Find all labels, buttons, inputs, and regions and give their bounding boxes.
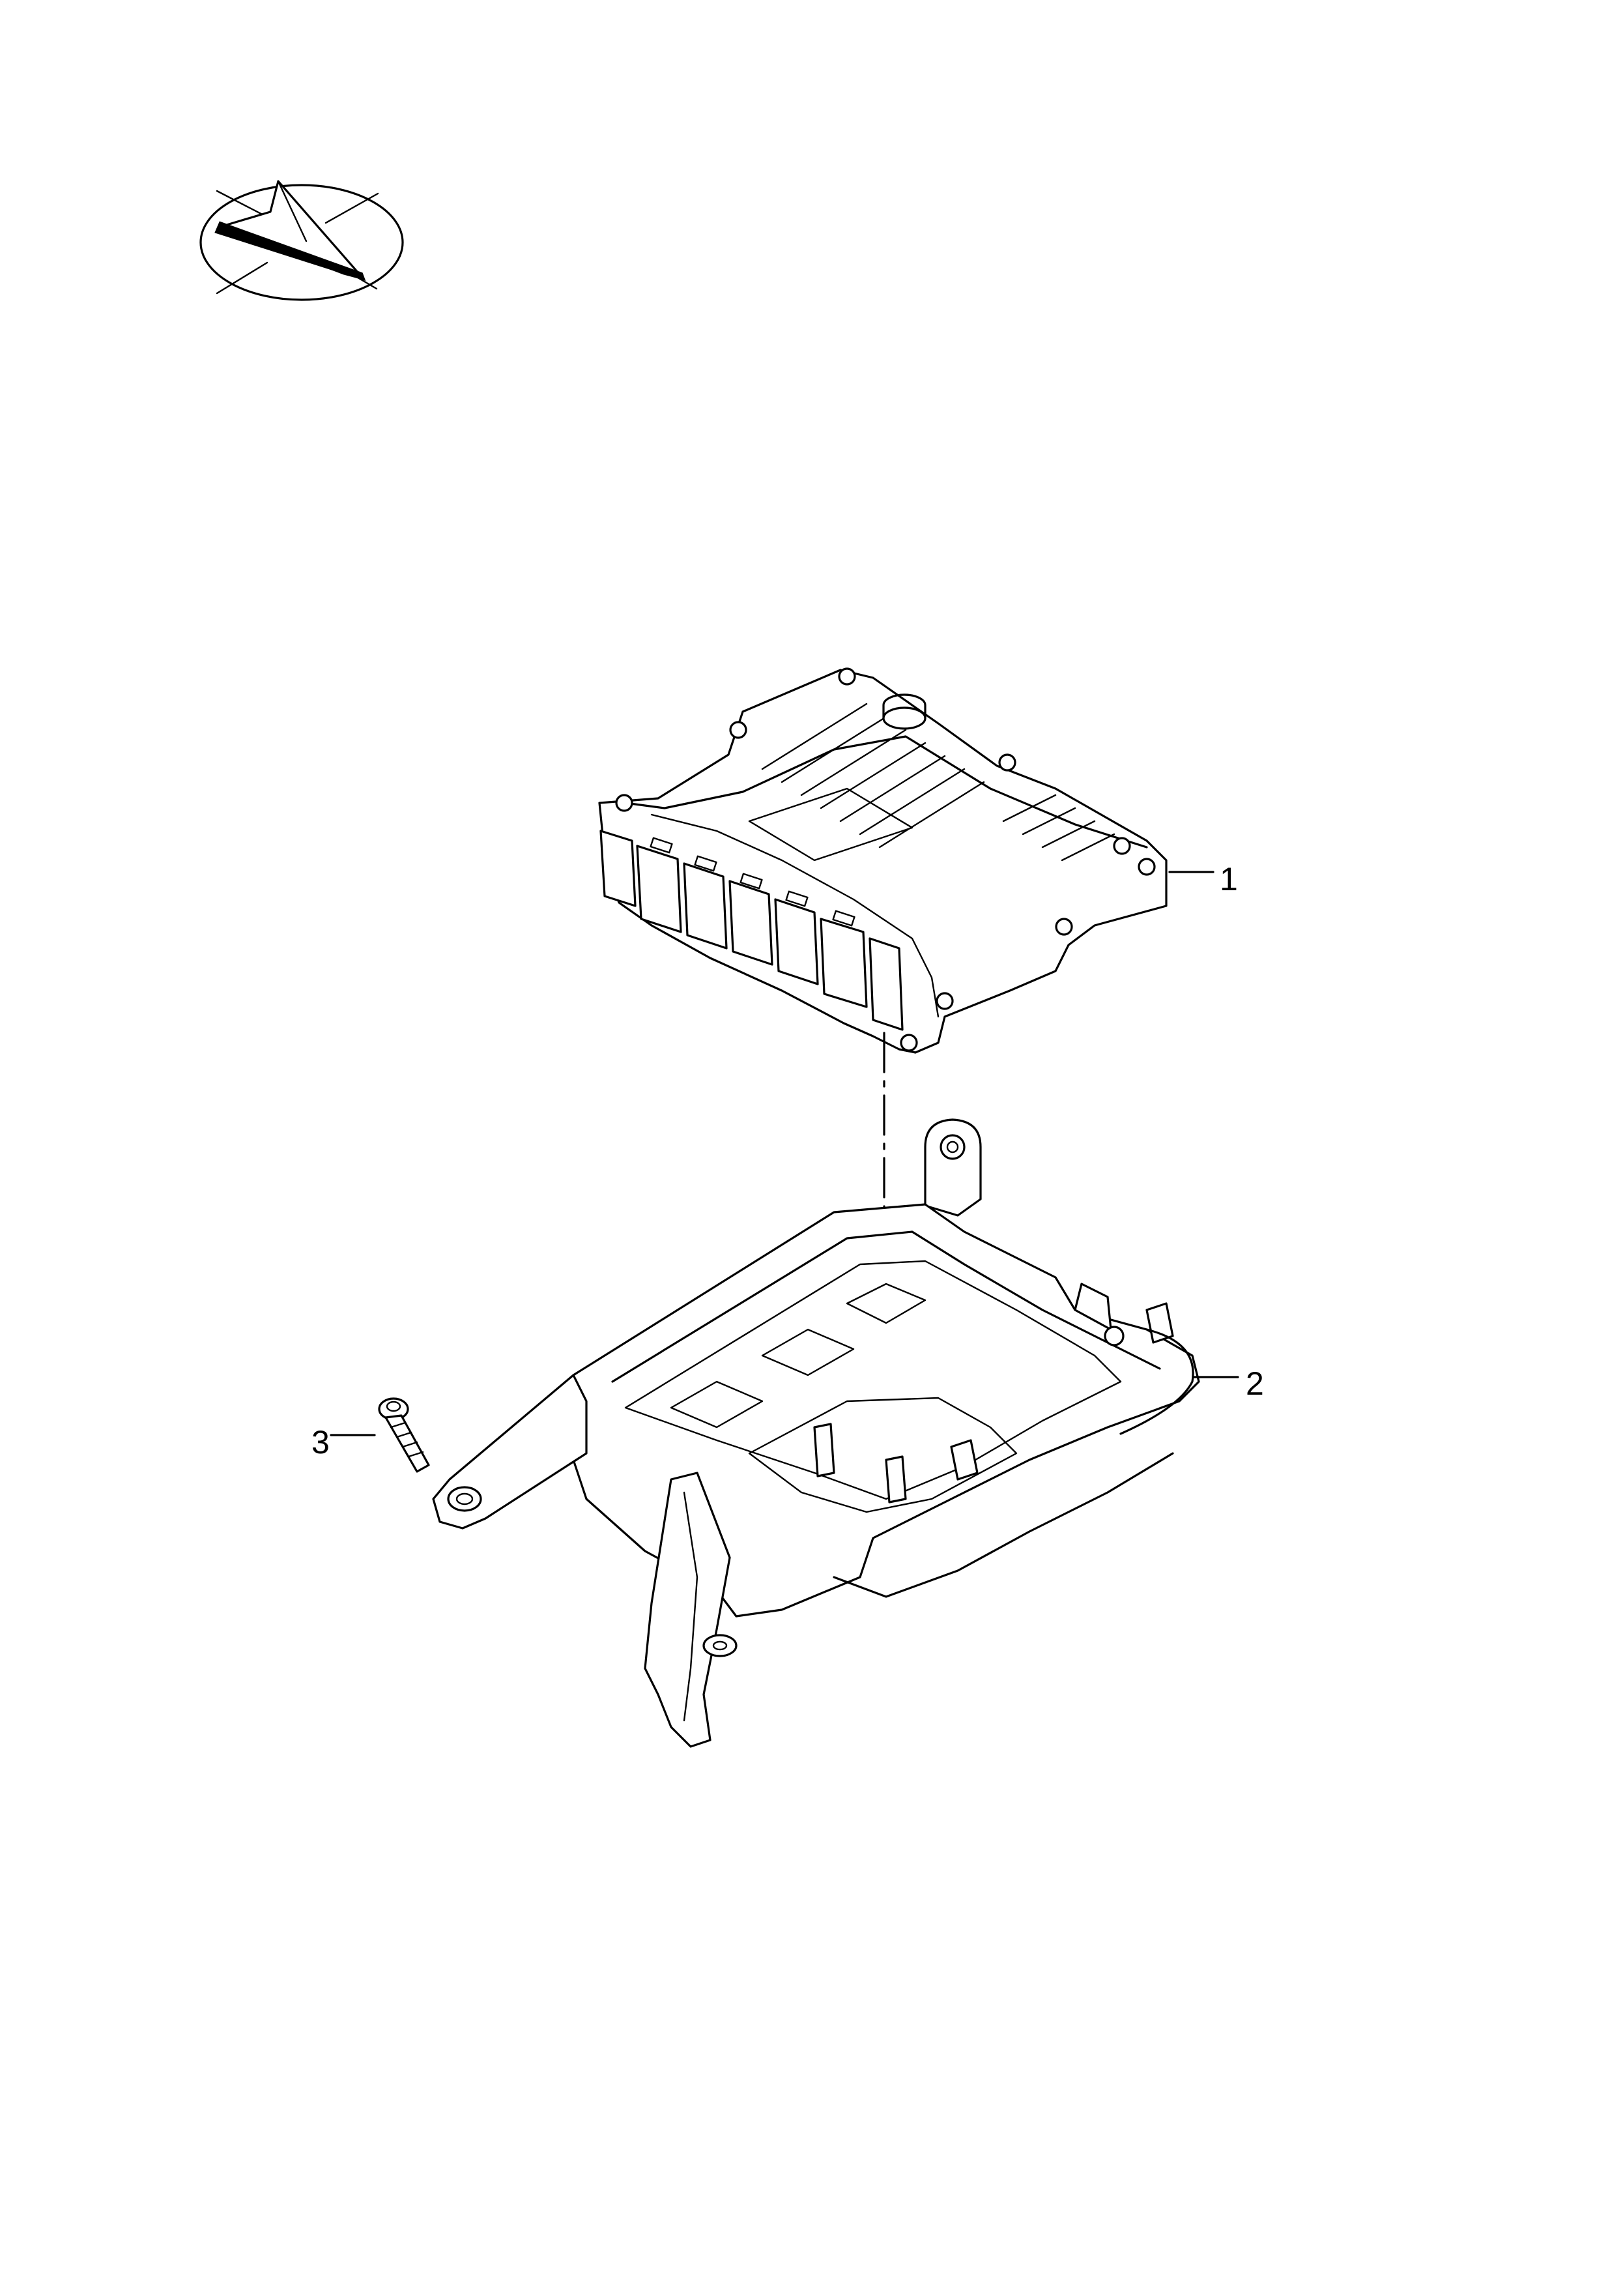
callout-label-2: 2 (1246, 1365, 1264, 1402)
screw-part-3 (378, 1397, 430, 1473)
callout-label-3: 3 (311, 1424, 330, 1460)
orientation-compass-icon (199, 180, 404, 301)
callout-label-1: 1 (1220, 861, 1238, 897)
bracket-part-2 (432, 1118, 1200, 1748)
control-unit-part-1 (598, 667, 1168, 1054)
connector-block (599, 830, 904, 1031)
